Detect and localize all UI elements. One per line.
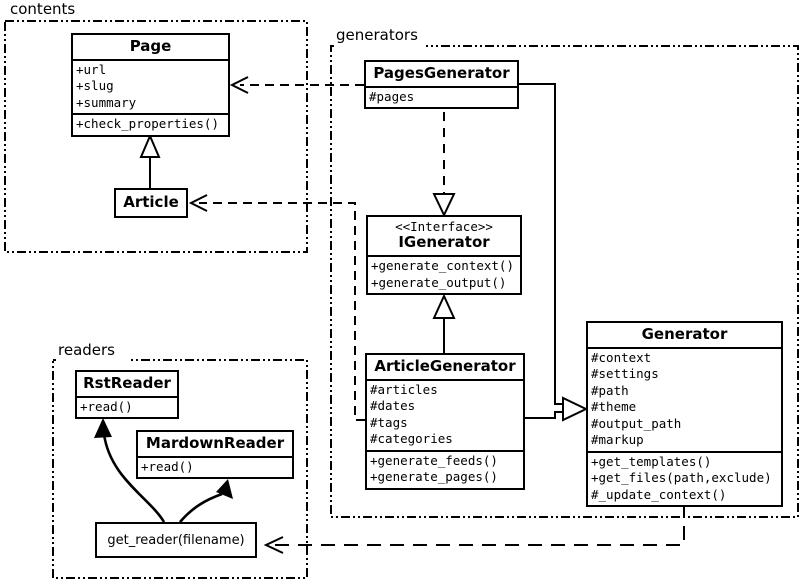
package-label-generators: generators <box>334 26 420 44</box>
generators-package-frame <box>330 45 799 518</box>
class-name-text-igenerator: IGenerator <box>398 233 490 252</box>
articlegenerator-to-article-line <box>199 202 365 421</box>
class-name-page: Page <box>129 37 172 55</box>
class-attributes-articlegenerator: #articles #dates #tags #categories <box>367 378 523 450</box>
class-methods-page: +check_properties() <box>73 113 228 135</box>
articlegenerator-to-article-arrowhead <box>188 194 208 212</box>
getreader-to-mardownreader-arrowhead <box>216 479 233 499</box>
class-name-article: Article <box>123 193 179 211</box>
class-attributes-pagesgenerator: #pages <box>366 85 517 108</box>
readers-package-frame <box>52 359 308 579</box>
method-row: +generate_feeds() <box>370 452 498 468</box>
class-attributes-page: +url +slug +summary <box>73 58 228 114</box>
attribute-row: +summary <box>76 94 137 110</box>
class-name-igenerator: <<Interface>> IGenerator <box>368 217 520 255</box>
attribute-row: #context <box>591 349 652 365</box>
class-box-rstreader[interactable]: RstReader +read() <box>75 370 179 420</box>
articlegenerator-to-igenerator-triangle <box>432 293 456 319</box>
getreader-to-mardownreader-curve <box>179 492 223 523</box>
contents-package-frame <box>4 20 308 253</box>
class-box-mardownreader[interactable]: MardownReader +read() <box>136 430 294 480</box>
articlegenerator-to-generator-line <box>525 411 563 419</box>
class-attributes-generator: #context #settings #path #theme #output_… <box>588 346 781 451</box>
class-box-igenerator[interactable]: <<Interface>> IGenerator +generate_conte… <box>366 215 522 296</box>
attribute-row: #articles <box>370 381 438 397</box>
method-row: +get_files(path,exclude) <box>591 470 772 486</box>
method-row: +read() <box>80 398 133 414</box>
generator-to-getreader-arrowhead <box>263 536 284 554</box>
class-methods-articlegenerator: +generate_feeds() +generate_pages() <box>367 449 523 488</box>
class-name-pagesgenerator: PagesGenerator <box>373 64 510 82</box>
attribute-row: #pages <box>369 88 415 104</box>
package-label-contents: contents <box>8 0 78 18</box>
pagesgenerator-to-igenerator-triangle <box>432 193 456 218</box>
function-box-get-reader[interactable]: get_reader(filename) <box>95 522 257 558</box>
class-box-articlegenerator[interactable]: ArticleGenerator #articles #dates #tags … <box>365 353 525 490</box>
class-box-page[interactable]: Page +url +slug +summary +check_properti… <box>71 33 230 137</box>
getreader-to-rstreader-curve <box>102 433 166 523</box>
attribute-row: #markup <box>591 432 644 448</box>
attribute-row: #theme <box>591 399 637 415</box>
class-stereotype-igenerator: <<Interface>> <box>395 219 493 234</box>
attribute-row: #tags <box>370 414 408 430</box>
attribute-row: #path <box>591 382 629 398</box>
method-row: +generate_context() <box>371 258 514 274</box>
method-row: +get_templates() <box>591 453 712 469</box>
attribute-row: #categories <box>370 431 453 447</box>
attribute-row: #settings <box>591 366 659 382</box>
class-methods-rstreader: +read() <box>77 395 177 418</box>
class-box-generator[interactable]: Generator #context #settings #path #them… <box>586 321 783 508</box>
method-row: +check_properties() <box>76 116 219 132</box>
class-box-pagesgenerator[interactable]: PagesGenerator #pages <box>364 60 519 110</box>
class-methods-mardownreader: +read() <box>138 455 292 478</box>
getreader-to-rstreader-arrowhead <box>94 418 112 438</box>
class-name-articlegenerator: ArticleGenerator <box>374 357 516 375</box>
package-label-readers: readers <box>56 341 117 359</box>
to-generator-triangle <box>562 396 589 422</box>
attribute-row: +url <box>76 61 107 77</box>
generator-to-getreader-line <box>275 503 685 546</box>
class-name-rstreader: RstReader <box>83 374 171 392</box>
pagesgenerator-to-page-arrowhead <box>229 76 249 94</box>
class-methods-igenerator: +generate_context() +generate_output() <box>368 255 520 293</box>
method-row: +generate_pages() <box>370 469 498 485</box>
function-label-get-reader: get_reader(filename) <box>107 532 245 548</box>
pagesgenerator-to-generator-line <box>519 83 563 405</box>
attribute-row: #dates <box>370 398 416 414</box>
method-row: +generate_output() <box>371 274 507 290</box>
class-name-mardownreader: MardownReader <box>145 434 285 452</box>
method-row: #_update_context() <box>591 486 727 502</box>
class-methods-generator: +get_templates() +get_files(path,exclude… <box>588 450 781 506</box>
class-name-generator: Generator <box>641 325 728 343</box>
class-box-article[interactable]: Article <box>114 188 188 218</box>
article-to-page-triangle <box>139 133 161 158</box>
attribute-row: +slug <box>76 78 114 94</box>
attribute-row: #output_path <box>591 415 682 431</box>
method-row: +read() <box>141 458 194 474</box>
